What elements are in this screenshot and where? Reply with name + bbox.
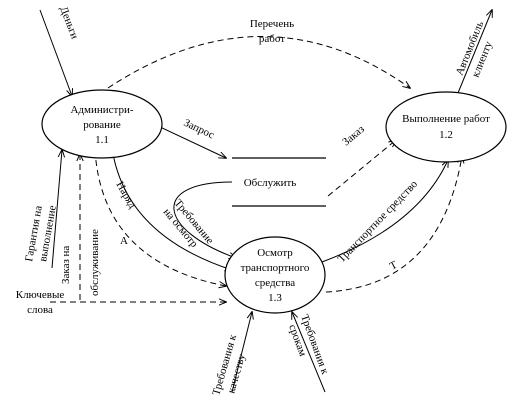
vehicle-label: Транспортное средство xyxy=(336,178,421,265)
process-node-1-1: Администри- рование 1.1 xyxy=(41,89,163,159)
process-node-1-3: Осмотр транспортного средства 1.3 xyxy=(224,236,326,314)
inspection-request-flow-arrow xyxy=(173,181,236,258)
guarantee-flow-arrow xyxy=(51,150,62,269)
process-1-3-line2: транспортного xyxy=(241,262,310,274)
t-label: Т xyxy=(388,259,400,273)
order-label: Заказ xyxy=(340,123,367,148)
service-order-label-1: Заказ на xyxy=(60,246,72,284)
t-flow-arrow xyxy=(325,156,462,293)
keywords-label-1: Ключевые xyxy=(16,289,65,301)
service-order-label-2: обслуживание xyxy=(89,229,101,296)
car-to-client-flow-arrow xyxy=(457,10,492,94)
data-store-service: Обслужить xyxy=(232,157,326,207)
quality-requirements-flow-arrow xyxy=(231,312,252,393)
request-label: Запрос xyxy=(182,117,216,142)
process-1-1-id: 1.1 xyxy=(95,134,109,146)
process-1-1-line2: рование xyxy=(83,119,121,131)
work-list-label-2: работ xyxy=(259,33,285,45)
vehicle-flow-arrow xyxy=(321,160,448,263)
process-1-3-line1: Осмотр xyxy=(257,247,293,259)
process-1-3-id: 1.3 xyxy=(268,292,282,304)
request-flow-arrow xyxy=(157,125,226,158)
money-label: Деньги xyxy=(57,5,80,41)
data-store-label: Обслужить xyxy=(244,177,297,189)
process-1-2-line1: Выполнение работ xyxy=(402,113,490,125)
process-1-3-line3: средства xyxy=(255,277,295,289)
deadline-requirements-flow-arrow xyxy=(292,312,326,393)
a-flow-arrow xyxy=(94,149,226,286)
process-1-2-id: 1.2 xyxy=(439,129,453,141)
keywords-label-2: слова xyxy=(27,304,53,316)
work-order-label: Наряд xyxy=(113,180,138,211)
process-1-1-line1: Администри- xyxy=(70,104,133,116)
money-flow-arrow xyxy=(39,9,72,96)
order-flow-arrow xyxy=(327,140,396,197)
work-list-flow-arrow xyxy=(107,36,410,89)
process-node-1-2: Выполнение работ 1.2 xyxy=(385,91,507,163)
work-order-flow-arrow xyxy=(111,147,232,270)
a-label: А xyxy=(120,235,128,247)
work-list-label-1: Перечень xyxy=(250,18,294,30)
